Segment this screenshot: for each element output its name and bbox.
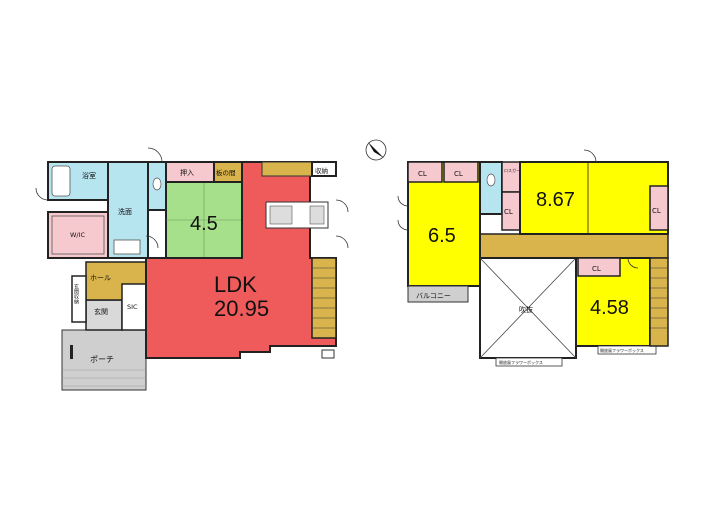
oshiire-label: 押入 (180, 168, 194, 177)
closet-5-label: CL (592, 265, 601, 273)
closet-5 (577, 257, 621, 277)
void-label: 吹抜 (519, 305, 533, 314)
wic-label: W/IC (70, 231, 86, 239)
closet-3-label: CL (504, 208, 513, 216)
tatami-size: 4.5 (190, 213, 218, 235)
compass-icon (365, 139, 387, 161)
closet-1-label: CL (418, 170, 427, 178)
closet-1 (407, 161, 443, 183)
entrance-storage (71, 275, 87, 323)
bedroom-4-58-size: 4.58 (590, 297, 629, 319)
closet-2 (443, 161, 479, 183)
porch (61, 329, 147, 391)
sic-room (121, 283, 147, 331)
bedroom-6-5-size: 6.5 (428, 225, 456, 247)
second-floor: 6.5 CL CL ロスガード90 うるさや CL 8.67 CL 吹抜 開放風… (397, 149, 669, 367)
washroom-label: 洗面 (118, 207, 132, 216)
bedroom-8-67-size: 8.67 (536, 189, 575, 211)
first-floor: ポーチ 玄関 ホール 玄関収納 SIC 浴室 W/IC 洗面 4.5 (35, 147, 349, 391)
ldk-label: LDK (214, 272, 257, 297)
balcony (407, 285, 469, 303)
entrance-storage-label: 玄関収納 (73, 283, 79, 305)
closet-2-label: CL (454, 170, 463, 178)
staircase-2f (649, 257, 669, 347)
storage (311, 161, 337, 177)
balcony-label: バルコニー (416, 292, 451, 300)
storage-label: 収納 (315, 166, 328, 175)
entrance-label: 玄関 (94, 307, 108, 316)
flowerbox-2: 開放風フラワーボックス (600, 347, 644, 353)
wic (47, 211, 109, 259)
sic-label: SIC (127, 303, 138, 311)
closet-4 (649, 185, 669, 231)
flowerbox-1: 開放風フラワーボックス (499, 359, 543, 365)
bedroom-8-67 (519, 161, 669, 235)
bath-label: 浴室 (82, 171, 96, 180)
closet-4-label: CL (652, 207, 661, 215)
itanoma-label: 板の間 (216, 168, 236, 177)
ldk-size: 20.95 (214, 296, 269, 321)
porch-label: ポーチ (90, 355, 114, 364)
hall-label: ホール (90, 274, 111, 282)
hallway-2f (479, 233, 669, 259)
toilet-2f (479, 161, 503, 215)
